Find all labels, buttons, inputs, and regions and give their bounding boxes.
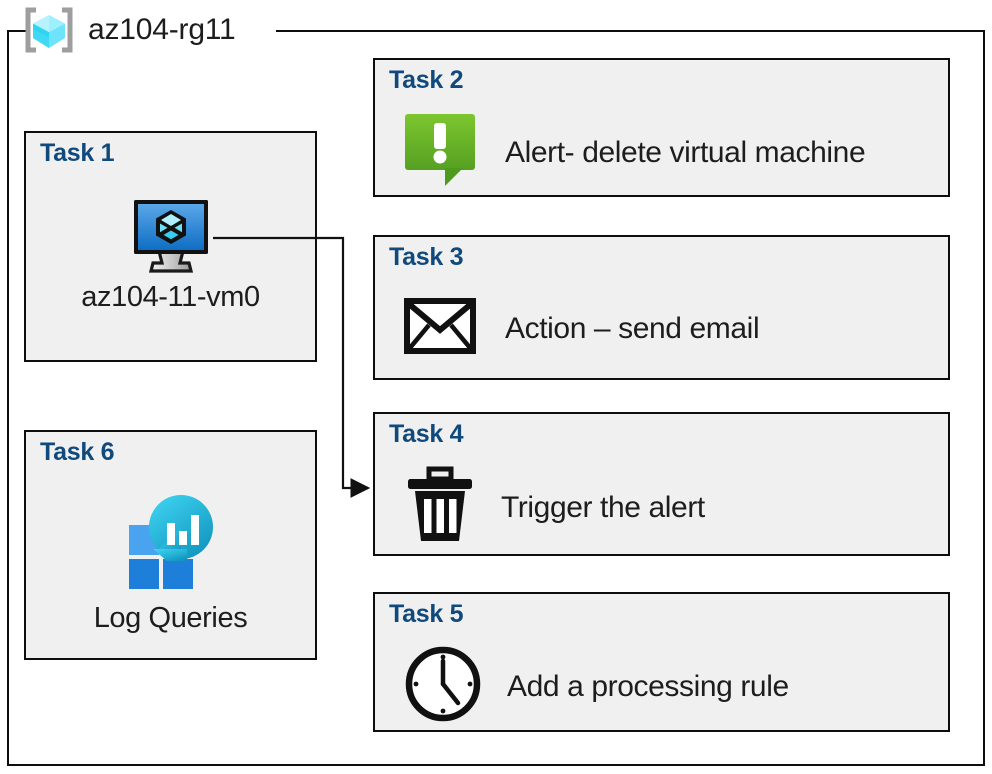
task-card-title: Task 2 [389,66,464,94]
task-card-task1[interactable]: Task 1 [24,131,317,362]
task-card-label: Trigger the alert [501,490,705,524]
alert-exclamation-icon [403,112,481,193]
task-card-label: Action – send email [505,311,760,345]
task-card-title: Task 5 [389,600,464,628]
task-card-task2[interactable]: Task 2 Alert- delete virtual machine [373,58,950,197]
task-card-title: Task 4 [389,420,464,448]
task-card-label: Log Queries [93,602,248,634]
resource-group-name: az104-rg11 [88,13,236,46]
task-card-label: az104-11-vm0 [81,281,260,313]
log-analytics-icon [115,487,227,596]
task-card-title: Task 1 [40,139,115,167]
resource-group-border-top-right [276,30,985,32]
resource-group-border-top-left [7,30,26,32]
task-card-label: Add a processing rule [507,669,789,703]
virtual-machine-icon [123,193,219,284]
resource-group-boundary [7,30,985,766]
azure-resource-group-icon [20,6,78,54]
envelope-icon [403,293,481,364]
task-card-task6[interactable]: Task 6 Log Queri [24,430,317,660]
resource-group-header: az104-rg11 [20,4,236,56]
task-card-label: Alert- delete virtual machine [505,135,866,169]
task-card-task5[interactable]: Task 5 Add a processing rule [373,592,950,732]
clock-icon [403,644,483,729]
task-card-title: Task 3 [389,243,464,271]
task-card-task3[interactable]: Task 3 Action – send email [373,235,950,380]
task-card-task4[interactable]: Task 4 Trigger the alert [373,412,950,556]
trash-can-icon [403,466,477,549]
task-card-title: Task 6 [40,438,115,466]
